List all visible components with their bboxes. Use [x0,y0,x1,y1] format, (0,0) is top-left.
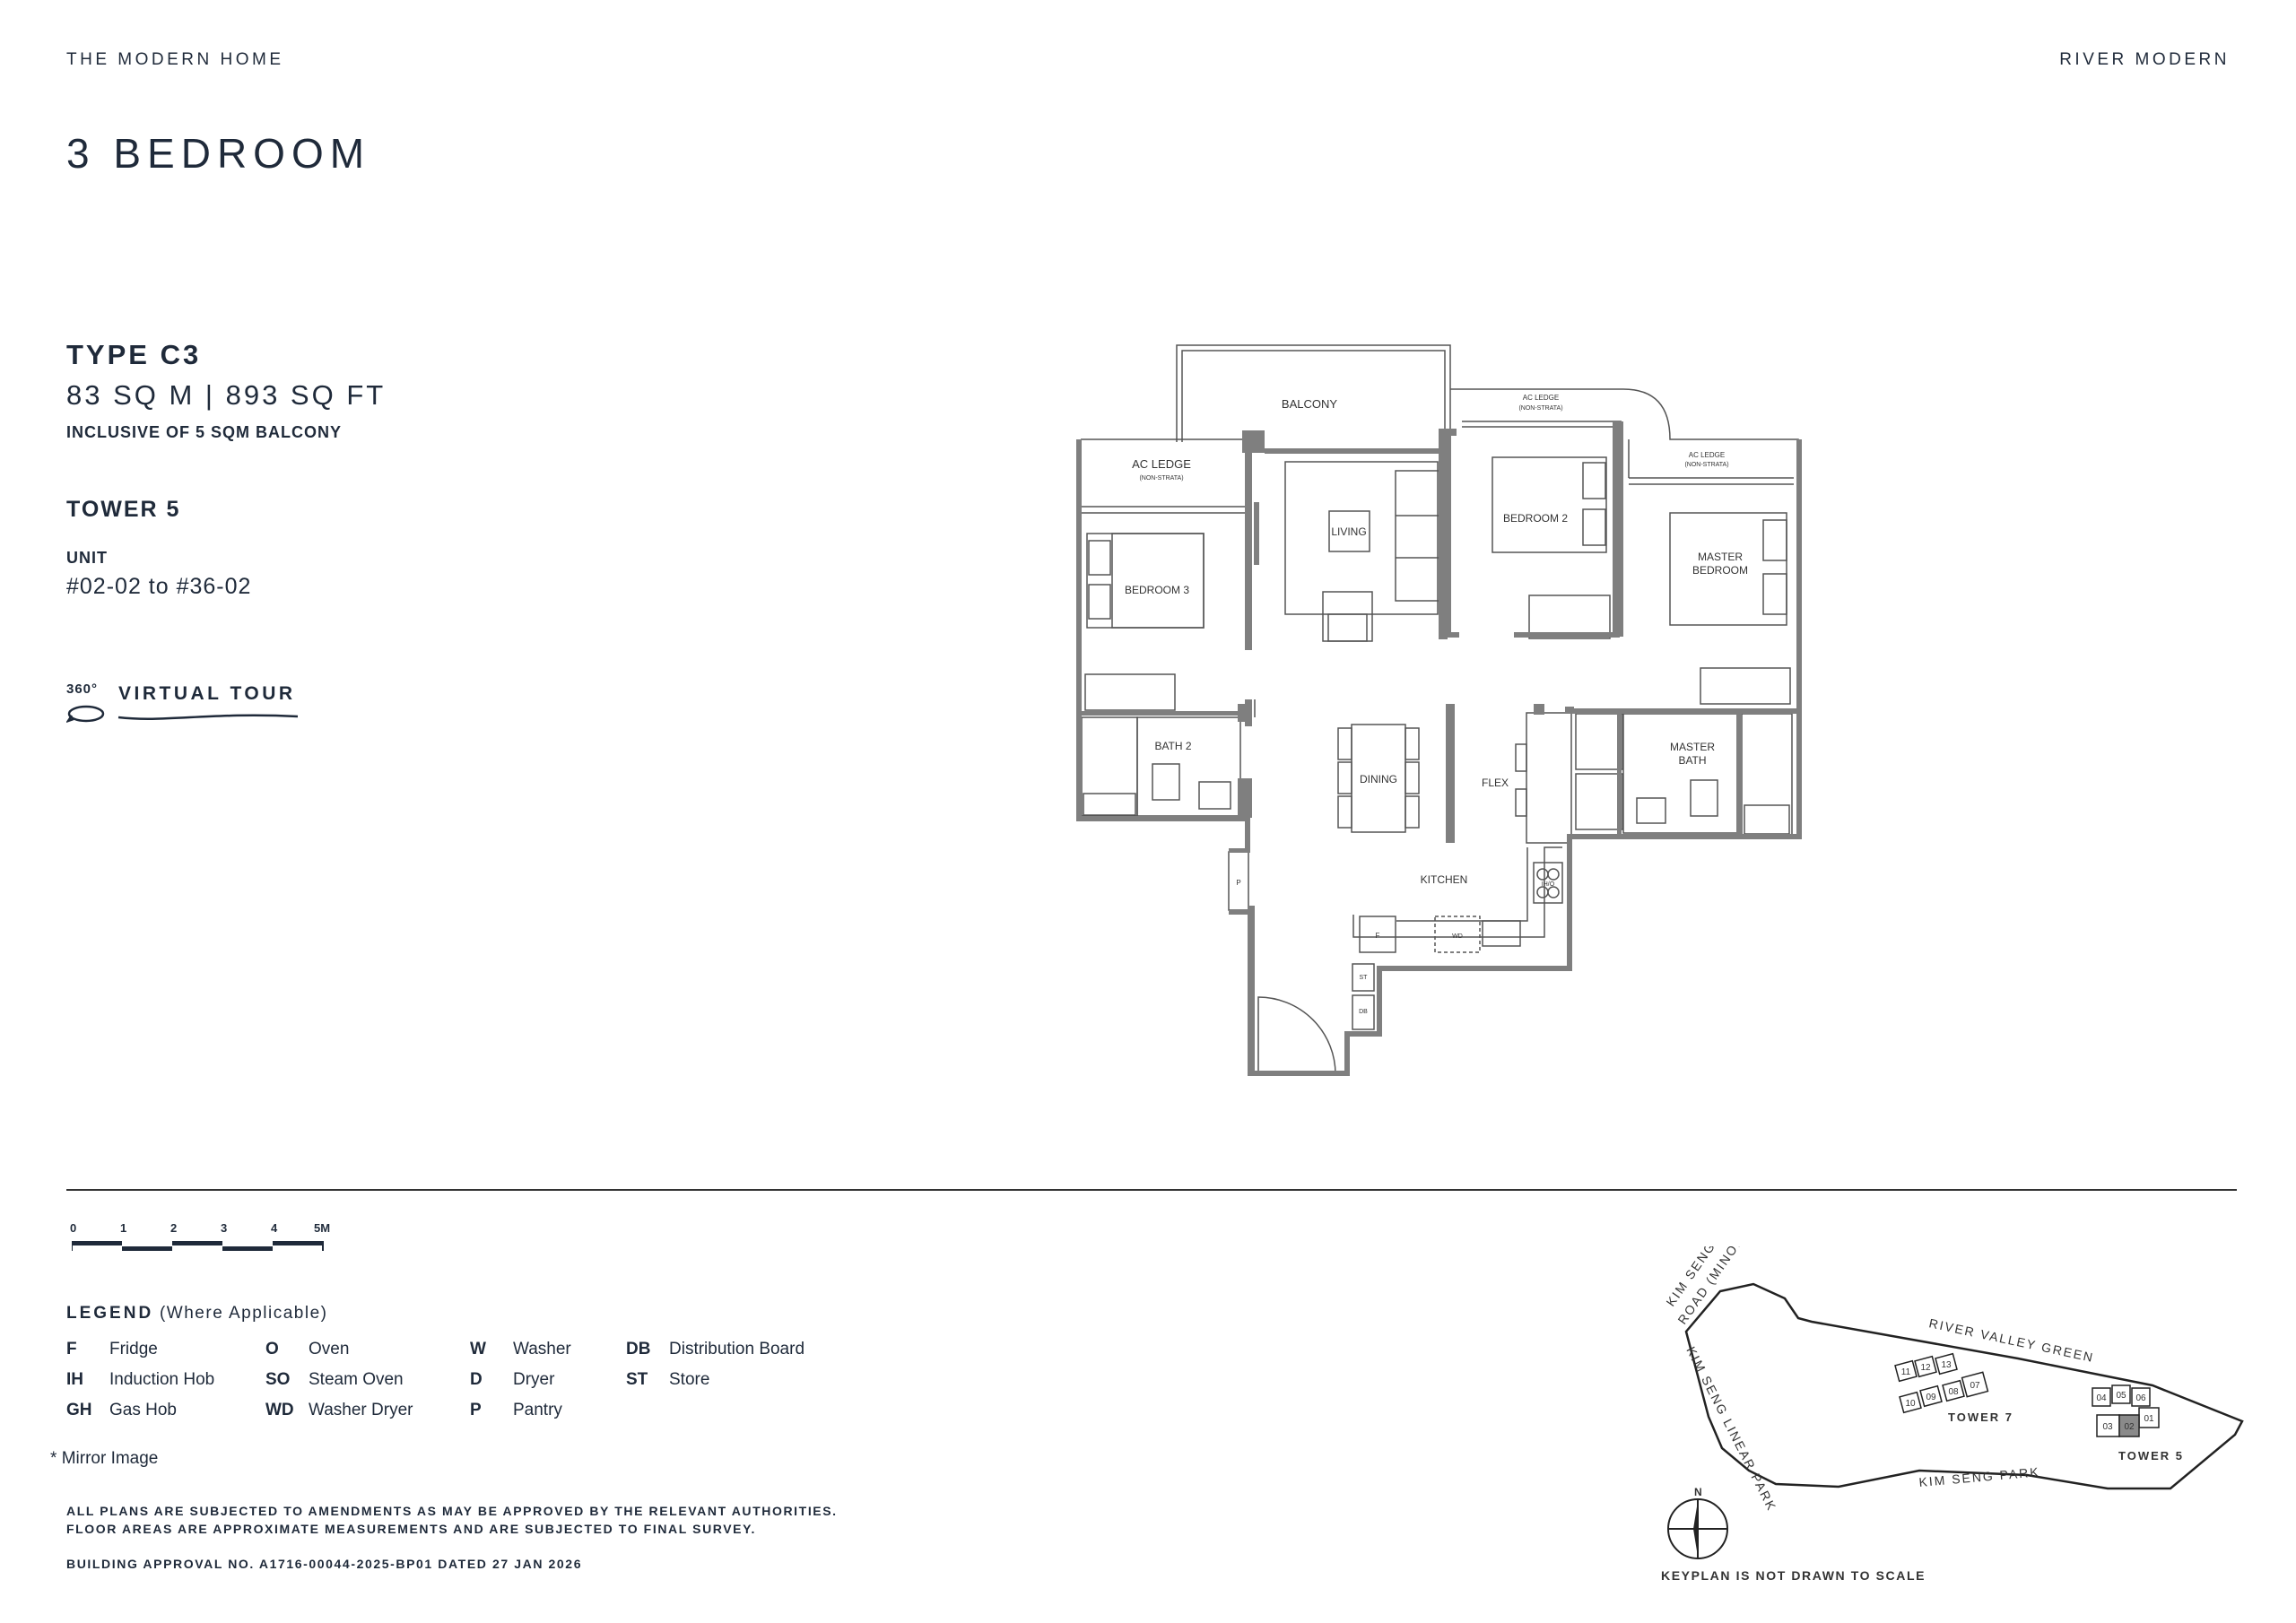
scale-bar: 0 1 2 3 4 5M [66,1221,353,1257]
tower5-cluster [2092,1384,2160,1437]
svg-text:03: 03 [2102,1422,2113,1432]
scale-tick: 4 [271,1221,278,1235]
svg-text:09: 09 [1926,1393,1936,1402]
svg-text:01: 01 [2144,1414,2154,1424]
svg-text:06: 06 [2135,1393,2146,1403]
scale-tick: 0 [70,1221,77,1235]
brand-left: THE MODERN HOME [66,50,284,69]
svg-text:10: 10 [1905,1399,1916,1409]
scale-tick: 3 [221,1221,228,1235]
pantry-label: P [1236,879,1240,887]
scale-tick: 5M [314,1221,331,1235]
site-boundary [1684,1282,2244,1490]
master-bath-label-1: MASTER [1670,741,1715,753]
scale-tick: 1 [120,1221,127,1235]
legend-title: LEGEND (Where Applicable) [66,1304,328,1323]
non-strata-label-2: (NON-STRATA) [1518,405,1562,412]
unit-label: UNIT [66,549,108,567]
non-strata-label-1: (NON-STRATA) [1139,475,1183,482]
tower5-label: TOWER 5 [2118,1449,2184,1462]
kitchen-label: KITCHEN [1421,873,1468,886]
unit-type: TYPE C3 [66,339,202,370]
ac-ledge-label-2: AC LEDGE [1523,394,1559,402]
tower-label: TOWER 5 [66,497,181,522]
svg-text:12: 12 [1920,1363,1931,1373]
unit-area: 83 SQ M | 893 SQ FT [66,379,387,411]
360-label: 360° [66,681,99,697]
entrance-door [1257,996,1336,1075]
dining-label: DINING [1360,773,1397,785]
balcony-label: BALCONY [1282,397,1337,411]
svg-text:02: 02 [2124,1422,2135,1432]
brand-right: RIVER MODERN [2059,50,2230,69]
survey-note: FLOOR AREAS ARE APPROXIMATE MEASUREMENTS… [66,1522,756,1536]
balcony-note: INCLUSIVE OF 5 SQM BALCONY [66,423,343,441]
svg-text:07: 07 [1970,1381,1980,1391]
store-label: ST [1360,975,1369,981]
washer-dryer-label: WD [1452,933,1463,940]
bedroom2-label: BEDROOM 2 [1503,512,1568,525]
non-strata-label-3: (NON-STRATA) [1684,462,1728,468]
bedroom3-label: BEDROOM 3 [1125,584,1189,596]
svg-text:05: 05 [2116,1391,2126,1401]
balcony-railing [1176,344,1451,442]
north-arrow-icon: N [1667,1486,1728,1559]
floor-plan: BALCONY AC LEDGE (NON-STRATA) AC LEDGE (… [1076,344,1802,1076]
living-label: LIVING [1331,525,1366,538]
master-bath-label-2: BATH [1678,754,1706,767]
master-bedroom-label-1: MASTER [1698,551,1743,563]
svg-text:04: 04 [2096,1393,2107,1403]
fridge-label: F [1376,932,1380,940]
virtual-tour-link[interactable]: 360° VIRTUAL TOUR [66,680,317,733]
flex-label: FLEX [1482,777,1509,789]
rotate-360-icon [66,705,299,723]
svg-text:11: 11 [1901,1367,1911,1377]
legend-subtitle: (Where Applicable) [159,1304,328,1323]
unit-range: #02-02 to #36-02 [66,574,252,599]
virtual-tour-label: VIRTUAL TOUR [118,683,296,704]
ac-ledge-label-3: AC LEDGE [1689,451,1725,459]
highlighted-unit [2118,1414,2140,1437]
scale-tick: 2 [170,1221,178,1235]
amendments-note: ALL PLANS ARE SUBJECTED TO AMENDMENTS AS… [66,1504,838,1518]
svg-text:13: 13 [1941,1360,1952,1370]
db-label: DB [1359,1009,1368,1015]
page-title: 3 BEDROOM [66,130,371,177]
svg-text:N: N [1694,1486,1702,1498]
tower7-cluster [1894,1352,1989,1414]
mirror-image-note: * Mirror Image [50,1449,159,1468]
kim-seng-park-label: KIM SENG PARK [1918,1464,2040,1489]
bath2-label: BATH 2 [1154,740,1191,752]
walls [1076,421,1802,1076]
svg-text:08: 08 [1948,1387,1959,1397]
divider [66,1189,2237,1191]
master-bedroom-label-2: BEDROOM [1692,564,1748,577]
keyplan-caption: KEYPLAN IS NOT DRAWN TO SCALE [1661,1568,1926,1583]
keyplan: 11 12 13 10 09 08 07 04 05 06 01 03 02 R… [1661,1246,2244,1583]
induction-label: IH/O [1542,881,1555,888]
tower7-label: TOWER 7 [1948,1410,2013,1424]
ac-ledge-outline [1450,388,1799,491]
ac-ledge-label-1: AC LEDGE [1132,457,1191,471]
building-approval-note: BUILDING APPROVAL NO. A1716-00044-2025-B… [66,1557,583,1571]
